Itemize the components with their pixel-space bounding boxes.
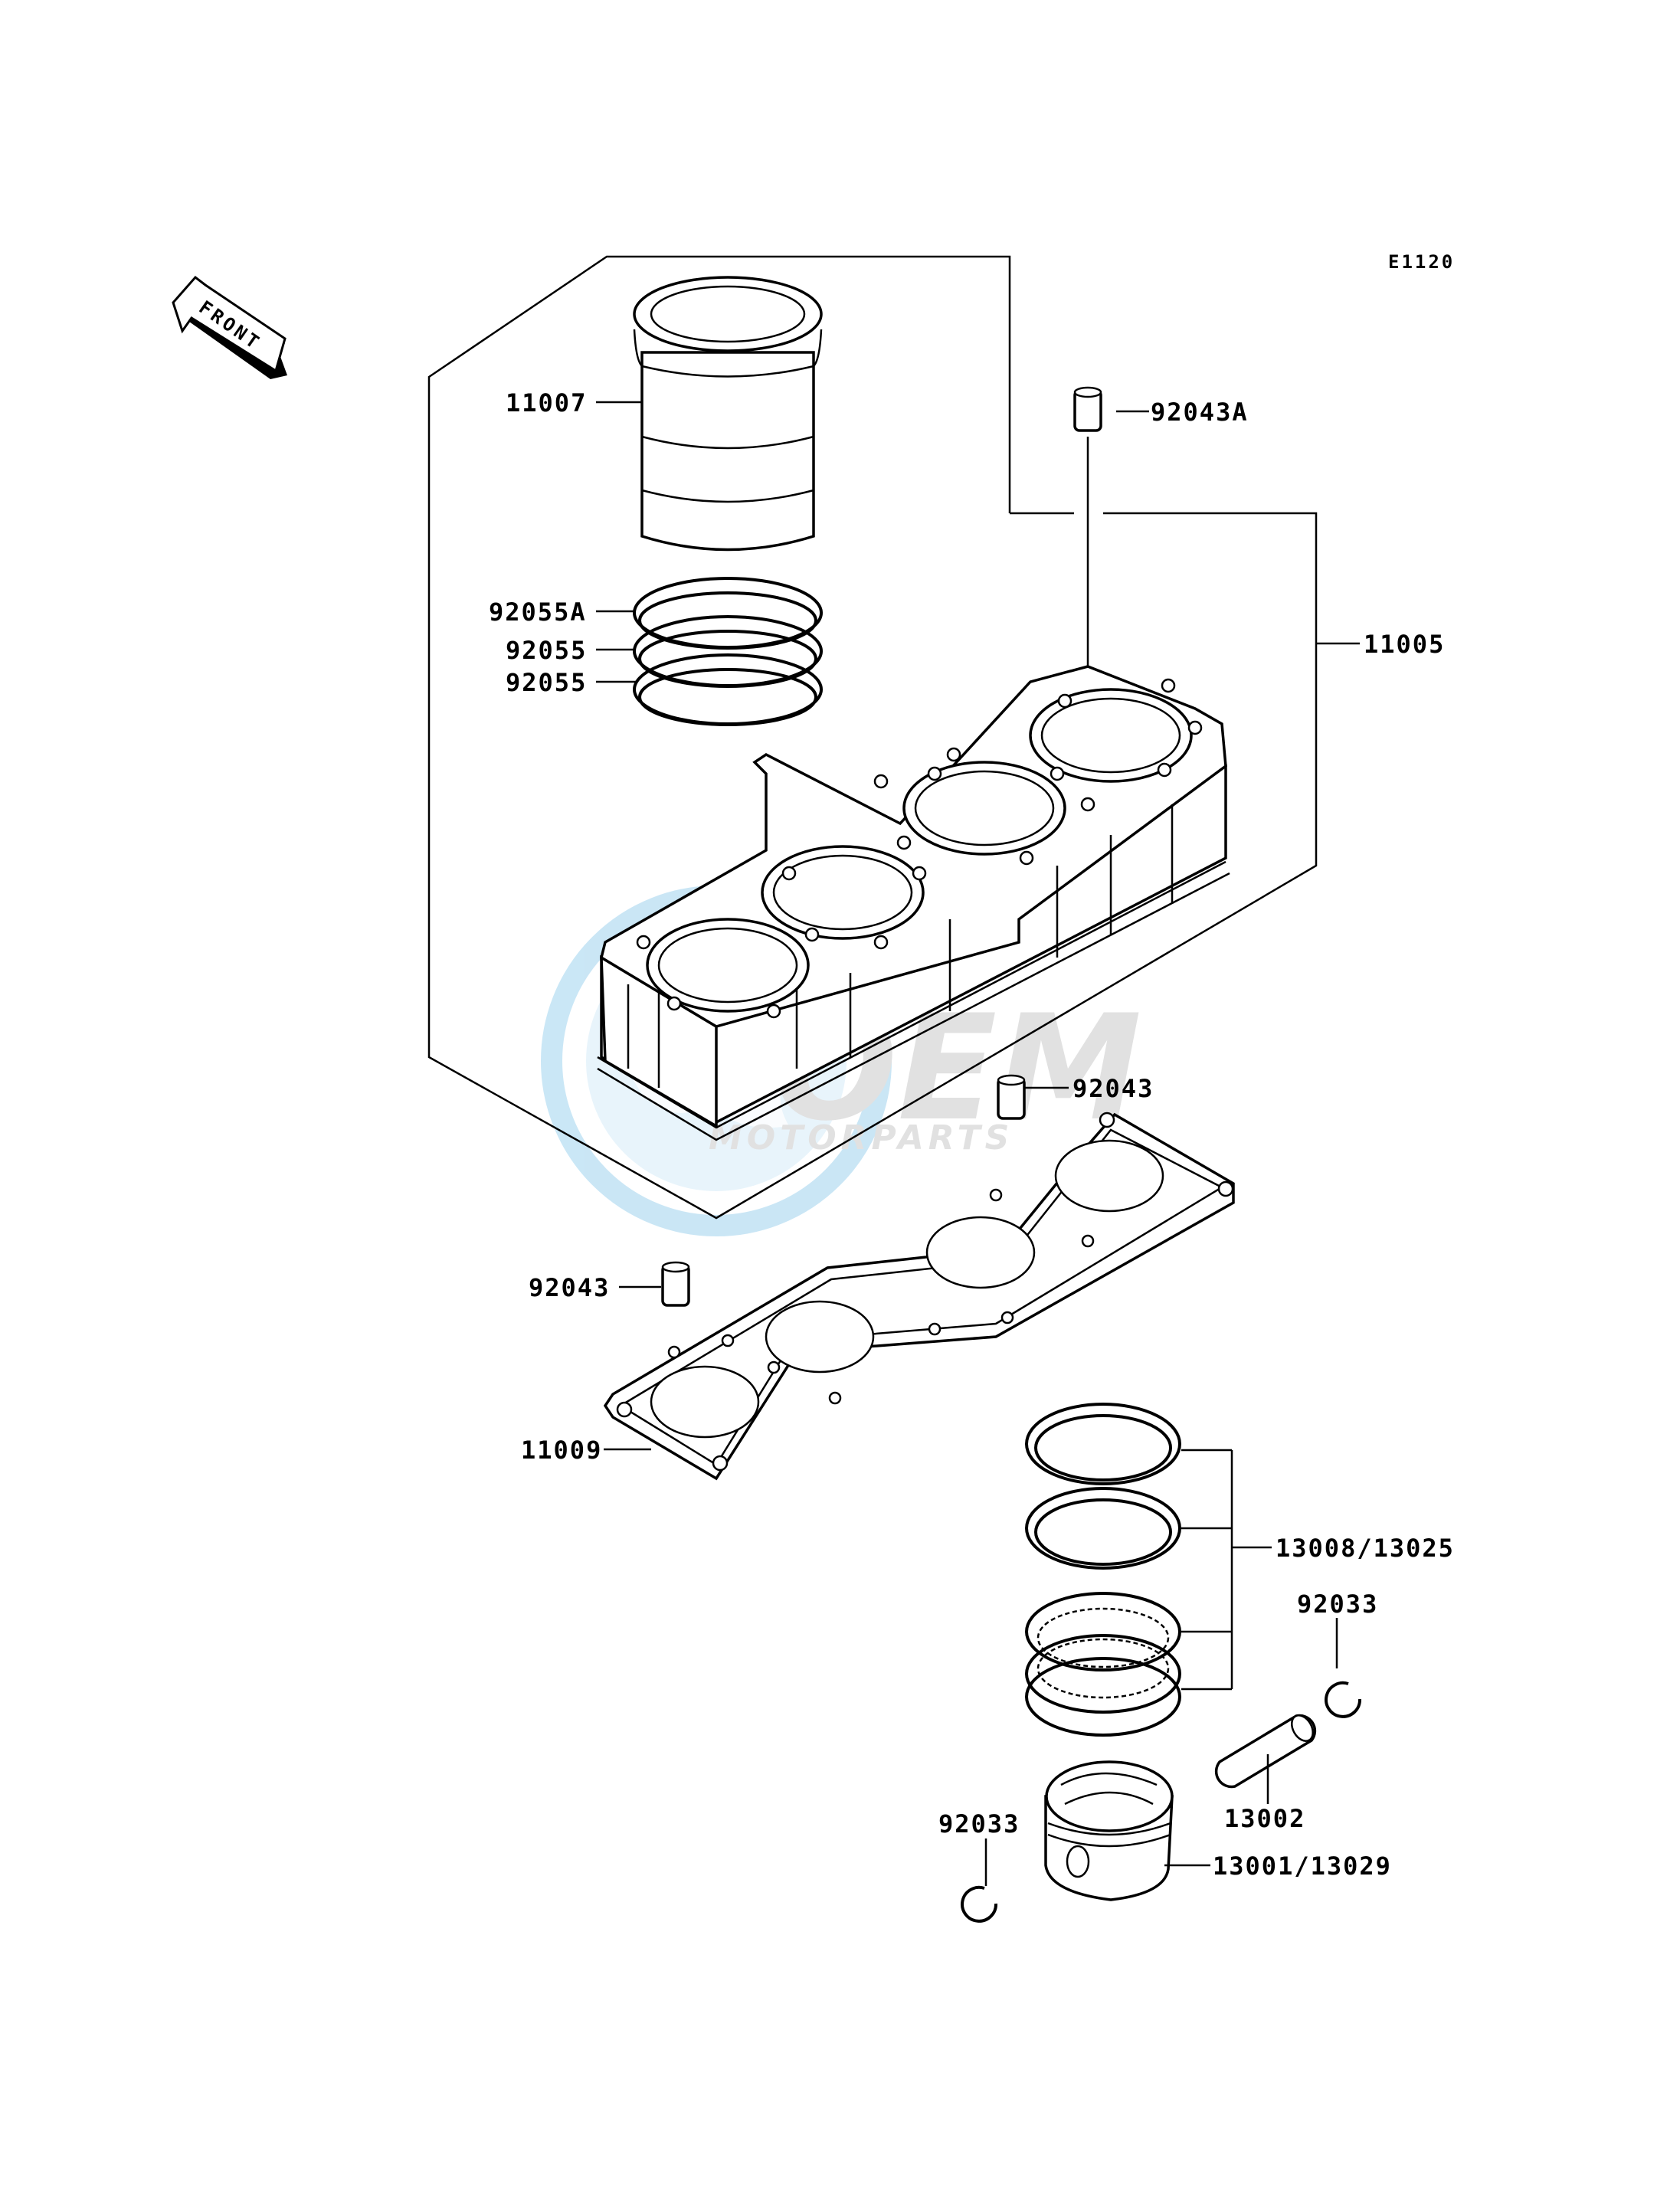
base-gasket	[603, 1112, 1235, 1481]
cylinder-group-outline	[427, 255, 1318, 1220]
label-92043-upper[interactable]: 92043	[1073, 1074, 1154, 1103]
label-13001-13029[interactable]: 13001/13029	[1213, 1852, 1392, 1881]
cylinder-liner	[633, 276, 823, 552]
label-92033-right[interactable]: 92033	[1297, 1590, 1378, 1619]
circlip-right	[1325, 1681, 1362, 1718]
label-92043a[interactable]: 92043A	[1151, 398, 1249, 427]
cylinder-block	[597, 665, 1230, 1141]
piston-rings	[1025, 1403, 1181, 1737]
label-92033-left[interactable]: 92033	[938, 1809, 1020, 1838]
label-92055-1[interactable]: 92055	[506, 636, 587, 665]
block-bolt-holes	[636, 678, 1203, 1019]
label-11005[interactable]: 11005	[1364, 630, 1445, 659]
label-92055-2[interactable]: 92055	[506, 668, 587, 697]
dowel-pin-92043-upper	[997, 1074, 1026, 1120]
circlip-left	[961, 1885, 998, 1923]
label-11007[interactable]: 11007	[506, 388, 587, 417]
dowel-pin-92043-lower	[661, 1261, 690, 1307]
label-92043-lower[interactable]: 92043	[529, 1273, 610, 1302]
diagram-code: E1120	[1388, 251, 1455, 273]
cylinder-rings	[633, 577, 823, 726]
label-11009[interactable]: 11009	[521, 1436, 602, 1465]
leader-lines	[596, 401, 1360, 1886]
label-13008-13025[interactable]: 13008/13025	[1276, 1534, 1455, 1563]
piston	[1044, 1760, 1174, 1901]
label-92055a[interactable]: 92055A	[489, 598, 587, 627]
part-labels: 11007 92043A 92055A 92055 92055 11005 92…	[489, 388, 1455, 1881]
label-13002[interactable]: 13002	[1224, 1804, 1305, 1833]
watermark-sub: MOTORPARTS	[709, 1118, 1014, 1157]
piston-pin	[1214, 1714, 1317, 1789]
front-arrow-icon: FRONT	[172, 275, 287, 379]
